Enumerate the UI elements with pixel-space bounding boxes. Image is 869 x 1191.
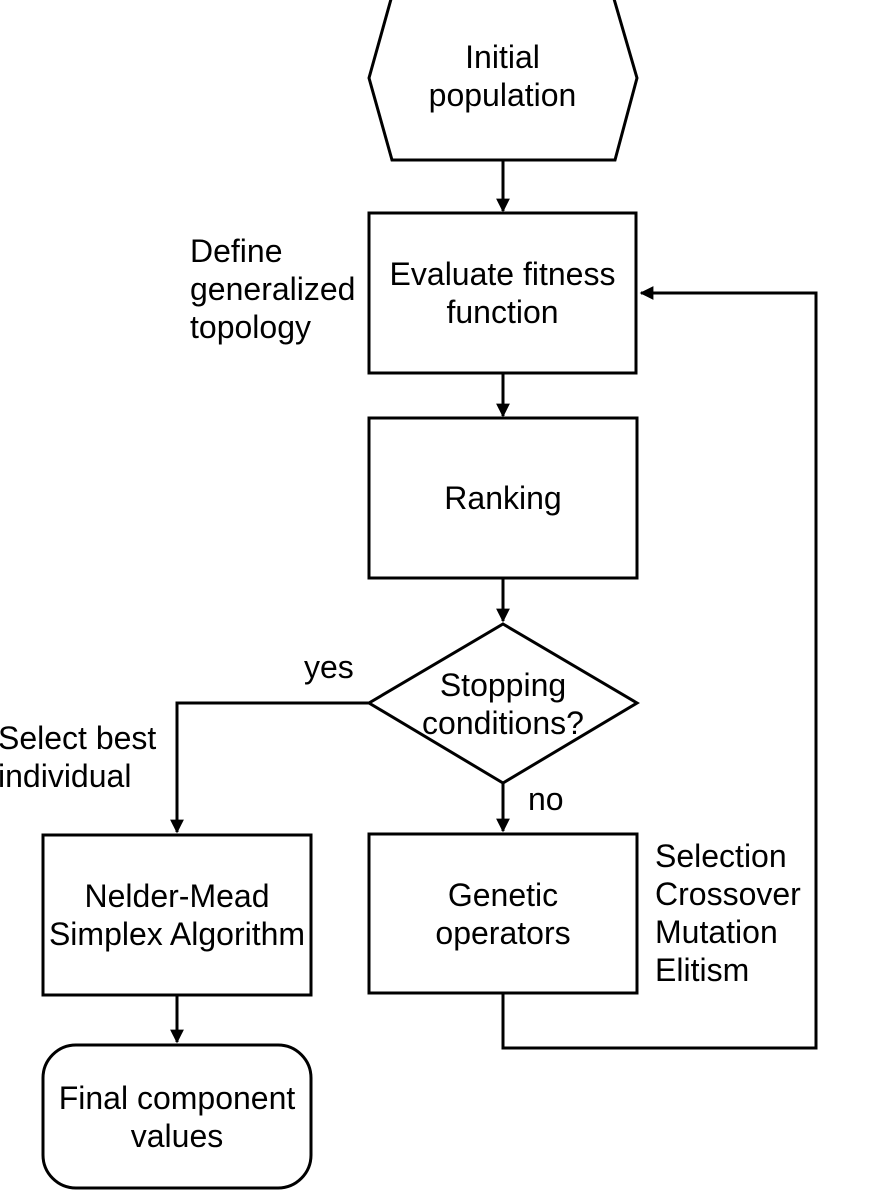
final-component-values-shape — [41, 1043, 313, 1190]
select-best-line1: Select best — [0, 720, 157, 756]
operator-types-line3: Mutation — [655, 914, 778, 950]
arrow-yes-branch — [170, 701, 369, 834]
select-best-annotation: Select best individual — [0, 719, 156, 795]
evaluate-fitness-shape — [367, 211, 638, 375]
define-topology-line3: topology — [190, 309, 311, 345]
yes-text: yes — [304, 649, 354, 685]
stopping-conditions-shape — [366, 622, 640, 785]
select-best-line2: individual — [0, 758, 132, 794]
no-edge-label: no — [528, 780, 564, 818]
define-topology-line1: Define — [190, 233, 283, 269]
nelder-mead-shape — [41, 833, 313, 997]
initial-population-shape — [367, 0, 639, 162]
operator-types-line1: Selection — [655, 838, 787, 874]
genetic-operators-shape — [367, 832, 639, 995]
no-text: no — [528, 781, 564, 817]
operator-types-line4: Elitism — [655, 952, 750, 988]
define-topology-line2: generalized — [190, 271, 356, 307]
define-topology-annotation: Define generalized topology — [190, 232, 355, 346]
operator-types-line2: Crossover — [655, 876, 801, 912]
yes-edge-label: yes — [304, 648, 354, 686]
operator-types-annotation: Selection Crossover Mutation Elitism — [655, 837, 801, 989]
arrow-feedback-loop — [501, 286, 818, 1050]
ranking-shape — [367, 416, 639, 580]
